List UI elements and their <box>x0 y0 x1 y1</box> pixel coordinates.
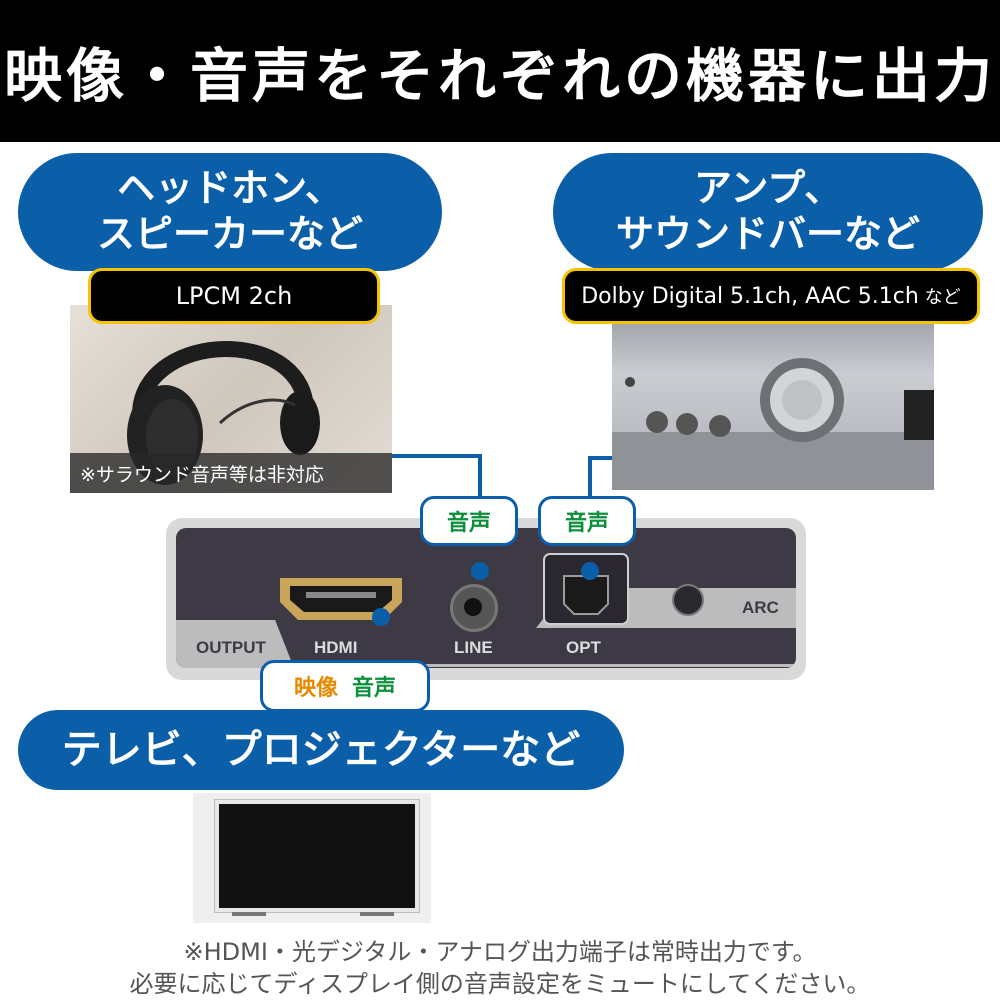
line-audio-tag: 音声 <box>420 496 518 546</box>
page-title: 映像・音声をそれぞれの機器に出力 <box>3 42 996 110</box>
display-pill: テレビ、プロジェクターなど <box>18 710 624 790</box>
hdmi-audio-tag-label: 音声 <box>352 676 397 701</box>
hdmi-label: HDMI <box>314 638 358 657</box>
output-label: OUTPUT <box>196 638 266 657</box>
opt-port <box>543 553 629 625</box>
line-label: LINE <box>454 638 493 657</box>
tv-foot-right <box>360 912 394 916</box>
hdmi-tag: 映像 音声 <box>260 660 430 712</box>
hdmi-connection-dot <box>372 608 390 626</box>
device-panel: OUTPUT HDMI LINE OPT ARC <box>176 528 796 668</box>
amplifier-photo <box>612 312 934 490</box>
amplifier-format: Dolby Digital 5.1ch, AAC 5.1ch <box>581 283 919 309</box>
amplifier-format-badge: Dolby Digital 5.1ch, AAC 5.1ch など <box>562 268 980 324</box>
headphones-photo: ※サラウンド音声等は非対応 <box>70 305 392 493</box>
amplifier-pill-line1: アンプ、 <box>693 166 843 211</box>
line-audio-tag-label: 音声 <box>446 511 491 536</box>
footnote-line1: ※HDMI・光デジタル・アナログ出力端子は常時出力です。 <box>183 938 817 966</box>
footnote-line2: 必要に応じてディスプレイ側の音声設定をミュートにしてください。 <box>129 970 871 998</box>
headphones-note: ※サラウンド音声等は非対応 <box>70 453 392 493</box>
opt-audio-tag-label: 音声 <box>564 511 609 536</box>
page-header: 映像・音声をそれぞれの機器に出力 <box>0 0 1000 142</box>
headphones-pill-line2: スピーカーなど <box>96 212 363 256</box>
amplifier-format-suffix: など <box>924 287 961 308</box>
amplifier-pill-line2: サウンドバーなど <box>615 212 920 256</box>
line-jack-hole <box>464 598 482 616</box>
headphones-format-badge: LPCM 2ch <box>88 268 380 324</box>
hdmi-video-tag-label: 映像 <box>293 676 338 701</box>
display-pill-label: テレビ、プロジェクターなど <box>61 727 581 773</box>
opt-connection-dot <box>581 562 599 580</box>
headphones-format: LPCM 2ch <box>175 282 293 310</box>
arc-jack <box>672 584 704 616</box>
wire-amplifier-horizontal <box>588 456 612 460</box>
opt-label: OPT <box>566 638 601 657</box>
opt-audio-tag: 音声 <box>538 496 636 546</box>
amplifier-pill: アンプ、 サウンドバーなど <box>553 153 983 271</box>
panel-divider <box>296 664 796 667</box>
tv-foot-left <box>232 912 266 916</box>
headphones-pill-line1: ヘッドホン、 <box>117 166 343 211</box>
arc-label: ARC <box>742 598 779 617</box>
tv-screen <box>215 800 419 912</box>
line-connection-dot <box>471 562 489 580</box>
amplifier-illustration <box>612 358 934 490</box>
hdmi-port <box>280 578 402 620</box>
wire-headphones-horizontal <box>392 454 482 458</box>
headphones-pill: ヘッドホン、 スピーカーなど <box>18 153 442 271</box>
